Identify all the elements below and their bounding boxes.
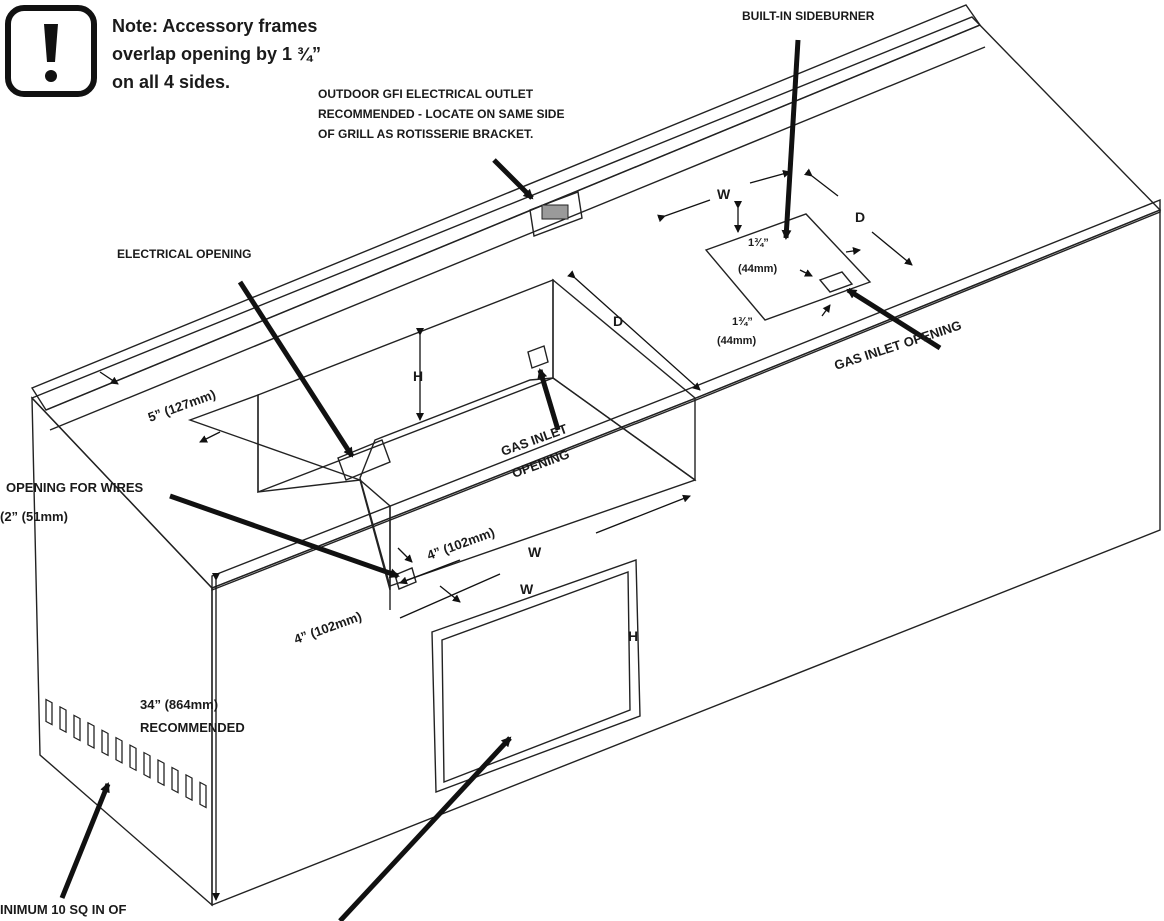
burner-d-label: D — [855, 209, 865, 225]
outlet-label-2: RECOMMENDED - LOCATE ON SAME SIDE — [318, 107, 564, 121]
grill-w-dimension-line-right — [595, 494, 691, 534]
ledge-side-line — [439, 585, 461, 603]
access-door-frame — [431, 559, 641, 793]
burner-inset-arrow-2 — [845, 247, 861, 255]
countertop — [30, 16, 1162, 589]
outlet-label-1: OUTDOOR GFI ELECTRICAL OUTLET — [318, 87, 534, 101]
wires-arrow — [169, 493, 400, 579]
outlet-arrow — [492, 158, 534, 200]
grill-cutout-right-wall — [552, 278, 696, 482]
burner-d-dimension-line-b — [871, 231, 913, 266]
island-front-face — [211, 208, 1161, 907]
burner-inset-b-2: (44mm) — [717, 335, 756, 347]
burner-d-dimension-line — [804, 168, 839, 197]
burner-gas-dim-2 — [821, 304, 831, 317]
grill-cutout-floor — [359, 377, 697, 587]
access-door-panel — [441, 571, 631, 784]
sideburner-arrow — [781, 39, 801, 240]
burner-w-dimension-line-r — [749, 169, 791, 184]
note-line-3: on all 4 sides. — [112, 72, 230, 92]
vent-label: INIMUM 10 SQ IN OF — [0, 902, 126, 917]
setback-dimension-line-2 — [199, 431, 221, 443]
burner-inset-a-1: 1¾” — [748, 237, 769, 249]
vent-slots — [45, 698, 207, 809]
gas-inlet-notch — [527, 345, 549, 369]
door-w-label: W — [520, 581, 534, 597]
electrical-opening-arrow — [237, 280, 355, 458]
height-label-2: RECOMMENDED — [140, 720, 245, 735]
door-w-dimension-line — [399, 573, 501, 619]
sideburner-cutout — [704, 213, 872, 321]
vent-arrow — [59, 782, 111, 899]
ledge-depth-label: 4” (102mm) — [425, 525, 497, 563]
grill-d-label: D — [613, 313, 623, 329]
grill-w-dimension-line-left — [399, 559, 461, 585]
electrical-opening-label: ELECTRICAL OPENING — [117, 247, 251, 261]
sideburner-gas-arrow — [846, 287, 942, 351]
burner-w-dimension-line — [657, 199, 711, 223]
wire-opening-shape — [394, 567, 417, 590]
height-label-1: 34” (864mm) — [140, 697, 218, 712]
backsplash — [30, 4, 982, 411]
gas-inlet-arrow — [537, 368, 561, 431]
sideburner-gas-inlet — [818, 271, 854, 293]
note-line-2: overlap opening by 1 ¾” — [112, 44, 321, 64]
exclamation-icon — [5, 5, 97, 97]
note-line-1: Note: Accessory frames — [112, 16, 317, 36]
island-left-face — [31, 396, 213, 907]
wires-label-1: OPENING FOR WIRES — [6, 480, 144, 495]
burner-inset-b-1: 1¾” — [732, 316, 753, 328]
counter-back-line — [49, 46, 986, 431]
ledge-side-label: 4” (102mm) — [292, 609, 364, 647]
sideburner-label: BUILT-IN SIDEBURNER — [742, 9, 875, 23]
backsplash-inner-line — [45, 24, 981, 411]
door-arrow — [338, 736, 512, 921]
outlet-label-3: OF GRILL AS ROTISSERIE BRACKET. — [318, 127, 533, 141]
setback-dimension-line — [99, 371, 119, 385]
grill-w-label: W — [528, 544, 542, 560]
gfi-outlet — [529, 191, 583, 237]
grill-d-dimension-line — [567, 270, 701, 391]
burner-inset-a-2: (44mm) — [738, 263, 777, 275]
grill-h-label: H — [413, 368, 423, 384]
burner-gas-dim-1 — [799, 269, 813, 277]
sideburner-gas-label: GAS INLET OPENING — [832, 318, 963, 373]
setback-label: 5” (127mm) — [146, 387, 218, 425]
wires-label-2: (2” (51mm) — [0, 509, 68, 524]
door-h-label: H — [628, 628, 638, 644]
burner-w-label: W — [717, 186, 731, 202]
ledge-dimension-line — [397, 547, 413, 563]
electrical-opening-shape — [337, 439, 391, 481]
